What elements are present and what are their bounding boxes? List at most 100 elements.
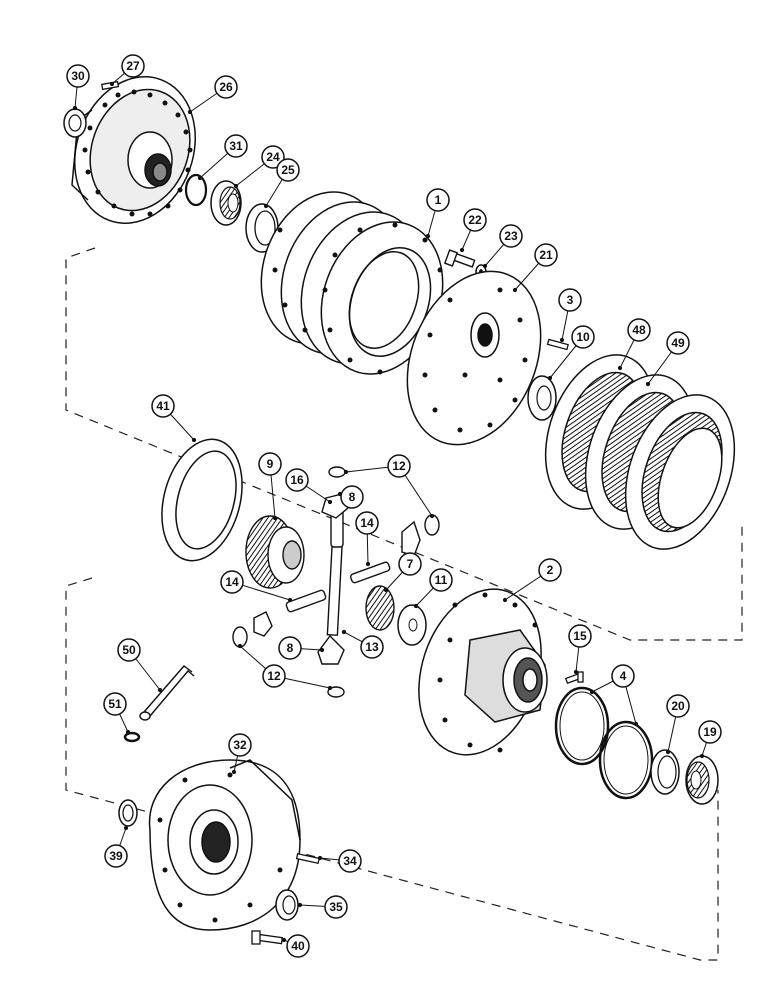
bearing-part-24 bbox=[210, 180, 242, 226]
leader-arrow bbox=[237, 643, 243, 649]
callout-number: 49 bbox=[671, 336, 685, 350]
leader-arrow bbox=[502, 597, 508, 603]
callout-40: 40 bbox=[286, 934, 310, 958]
leader-arrow bbox=[125, 729, 131, 735]
callout-10: 10 bbox=[571, 325, 595, 349]
callout-number: 11 bbox=[435, 573, 448, 587]
leader-arrow bbox=[365, 561, 371, 567]
leader-arrow bbox=[617, 365, 623, 371]
pinion-gear-part-7 bbox=[365, 585, 395, 631]
callout-circle bbox=[666, 694, 690, 718]
callout-8: 8 bbox=[278, 636, 302, 660]
callout-number: 24 bbox=[266, 150, 280, 164]
callout-number: 8 bbox=[287, 641, 294, 655]
callout-circle bbox=[463, 208, 487, 232]
callout-circle bbox=[338, 849, 362, 873]
callout-circle bbox=[286, 934, 310, 958]
callout-circle bbox=[398, 552, 422, 576]
callout-26: 26 bbox=[214, 75, 238, 99]
thrust-washers-part-12 bbox=[232, 466, 440, 698]
leader-arrow bbox=[109, 81, 115, 87]
callout-12: 12 bbox=[262, 664, 286, 688]
callout-number: 9 bbox=[267, 457, 274, 471]
callout-25: 25 bbox=[276, 158, 300, 182]
callout-number: 40 bbox=[291, 939, 305, 953]
callout-3: 3 bbox=[558, 288, 582, 312]
callout-circle bbox=[387, 454, 411, 478]
leader-arrow bbox=[512, 287, 518, 293]
side-gear-part-9 bbox=[245, 515, 305, 589]
callout-circle bbox=[568, 624, 592, 648]
callout-circle bbox=[117, 638, 141, 662]
callout-circle bbox=[499, 224, 523, 248]
callout-23: 23 bbox=[499, 224, 523, 248]
callout-27: 27 bbox=[121, 54, 145, 78]
callout-39: 39 bbox=[104, 844, 128, 868]
shaft-part-14-lower bbox=[285, 589, 327, 613]
callout-19: 19 bbox=[698, 720, 722, 744]
callout-circle bbox=[103, 692, 127, 716]
callout-number: 4 bbox=[620, 669, 627, 683]
callout-21: 21 bbox=[534, 243, 558, 267]
leader-arrow bbox=[317, 855, 323, 861]
callout-number: 26 bbox=[219, 80, 233, 94]
callout-number: 51 bbox=[108, 697, 122, 711]
pin-part-34 bbox=[295, 852, 320, 864]
callout-circle bbox=[278, 636, 302, 660]
callout-circle bbox=[151, 394, 175, 418]
callout-number: 27 bbox=[126, 59, 140, 73]
callout-number: 48 bbox=[632, 323, 646, 337]
callout-41: 41 bbox=[151, 394, 175, 418]
leader-arrow bbox=[573, 669, 579, 675]
callout-circle bbox=[538, 558, 562, 582]
tube-part-50 bbox=[139, 665, 195, 721]
callout-number: 12 bbox=[267, 669, 281, 683]
callout-number: 22 bbox=[468, 213, 482, 227]
callout-4: 4 bbox=[611, 664, 635, 688]
callout-circle bbox=[66, 64, 90, 88]
callout-number: 3 bbox=[567, 293, 574, 307]
leader-arrow bbox=[191, 437, 197, 443]
o-ring-part-51 bbox=[123, 731, 141, 743]
callout-2: 2 bbox=[538, 558, 562, 582]
callout-number: 1 bbox=[435, 193, 442, 207]
seal-part-41 bbox=[161, 438, 243, 562]
shaft-part-14-upper bbox=[349, 561, 391, 584]
leader-arrow bbox=[187, 109, 193, 115]
callout-number: 34 bbox=[343, 854, 357, 868]
callout-number: 16 bbox=[290, 473, 304, 487]
callout-number: 23 bbox=[504, 229, 518, 243]
callout-number: 12 bbox=[392, 459, 406, 473]
callout-circle bbox=[324, 895, 348, 919]
callout-circle bbox=[258, 452, 282, 476]
callout-circle bbox=[666, 331, 690, 355]
leader-arrow bbox=[559, 337, 565, 343]
bolt-part-22 bbox=[443, 249, 476, 268]
cross-shaft-part-13 bbox=[326, 534, 344, 636]
callout-circle bbox=[262, 664, 286, 688]
callout-51: 51 bbox=[103, 692, 127, 716]
leader-arrow bbox=[327, 685, 333, 691]
callout-circle bbox=[228, 733, 252, 757]
callout-number: 50 bbox=[122, 643, 136, 657]
housing-part-32 bbox=[148, 759, 301, 931]
callout-circle bbox=[276, 158, 300, 182]
callout-48: 48 bbox=[627, 318, 651, 342]
callout-number: 14 bbox=[360, 516, 374, 530]
seal-part-30 bbox=[63, 108, 87, 138]
callout-50: 50 bbox=[117, 638, 141, 662]
thrust-washer-part-10 bbox=[527, 375, 557, 421]
leader-arrow bbox=[459, 247, 465, 253]
differential-case-part-2 bbox=[418, 588, 548, 756]
friction-discs-part-1 bbox=[260, 191, 445, 375]
hub-part-26 bbox=[71, 76, 196, 224]
callout-7: 7 bbox=[398, 552, 422, 576]
leader-arrow bbox=[327, 499, 333, 505]
leader-arrow bbox=[429, 513, 435, 519]
leader-arrow bbox=[123, 825, 129, 831]
callout-circle bbox=[426, 188, 450, 212]
washer-part-11 bbox=[397, 604, 427, 646]
callout-number: 15 bbox=[573, 629, 587, 643]
